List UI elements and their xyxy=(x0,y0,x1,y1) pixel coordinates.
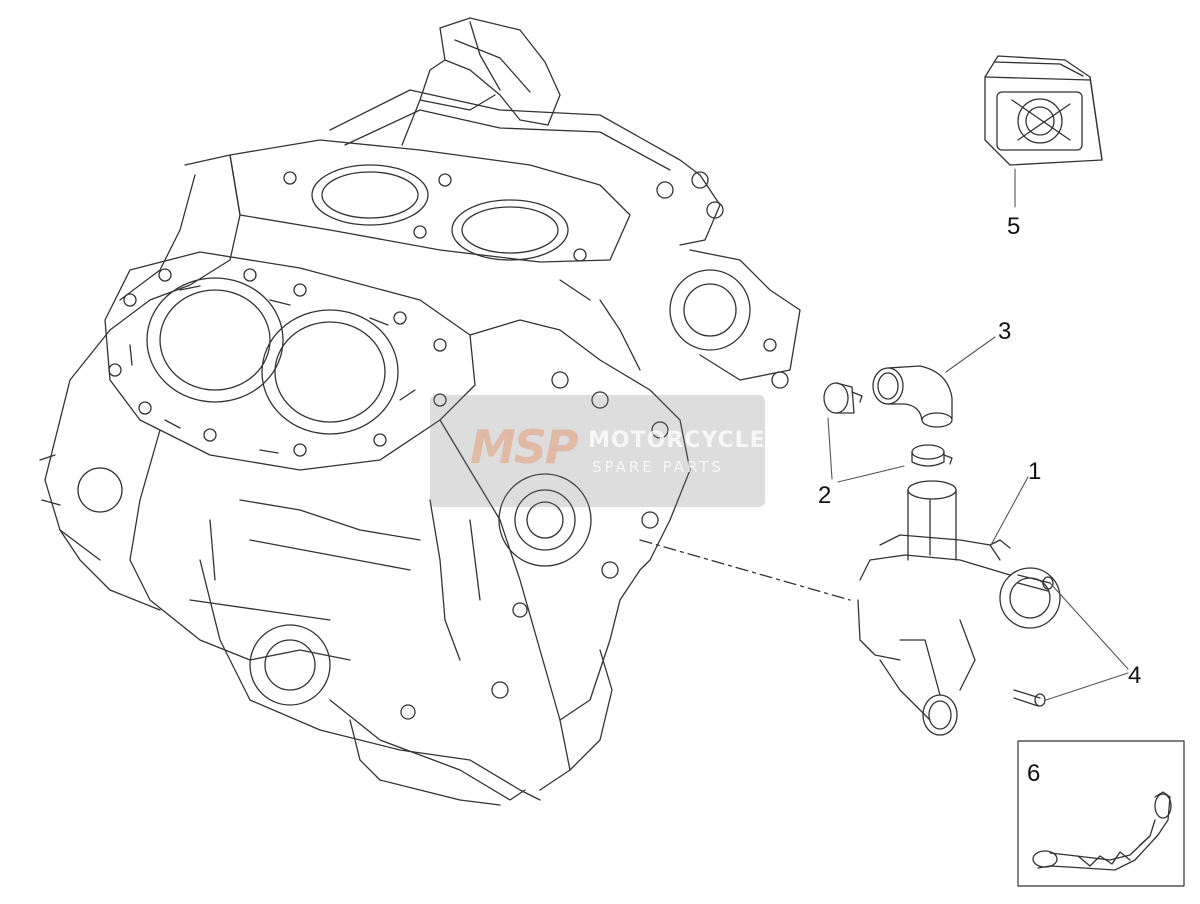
pipe-bracket xyxy=(1032,791,1172,871)
callout-4: 4 xyxy=(1128,662,1142,689)
watermark-line2: SPARE PARTS xyxy=(592,458,724,476)
leader-lines xyxy=(827,168,1129,701)
callout-6: 6 xyxy=(1027,760,1041,787)
gasket-kit-bag xyxy=(984,55,1103,166)
watermark-logo: MSP xyxy=(470,420,579,474)
water-pump xyxy=(857,480,1061,736)
engine-crankcase xyxy=(39,17,851,806)
callout-2: 2 xyxy=(818,482,832,509)
callout-3: 3 xyxy=(998,318,1012,345)
watermark-line1: MOTORCYCLE xyxy=(588,428,766,453)
watermark-box xyxy=(430,395,765,507)
pump-screws xyxy=(1013,574,1054,707)
hose-clamps xyxy=(823,382,953,467)
inset-frame xyxy=(1017,740,1185,887)
hose-elbow xyxy=(872,365,953,428)
callout-1: 1 xyxy=(1028,458,1042,485)
callout-5: 5 xyxy=(1007,213,1021,240)
